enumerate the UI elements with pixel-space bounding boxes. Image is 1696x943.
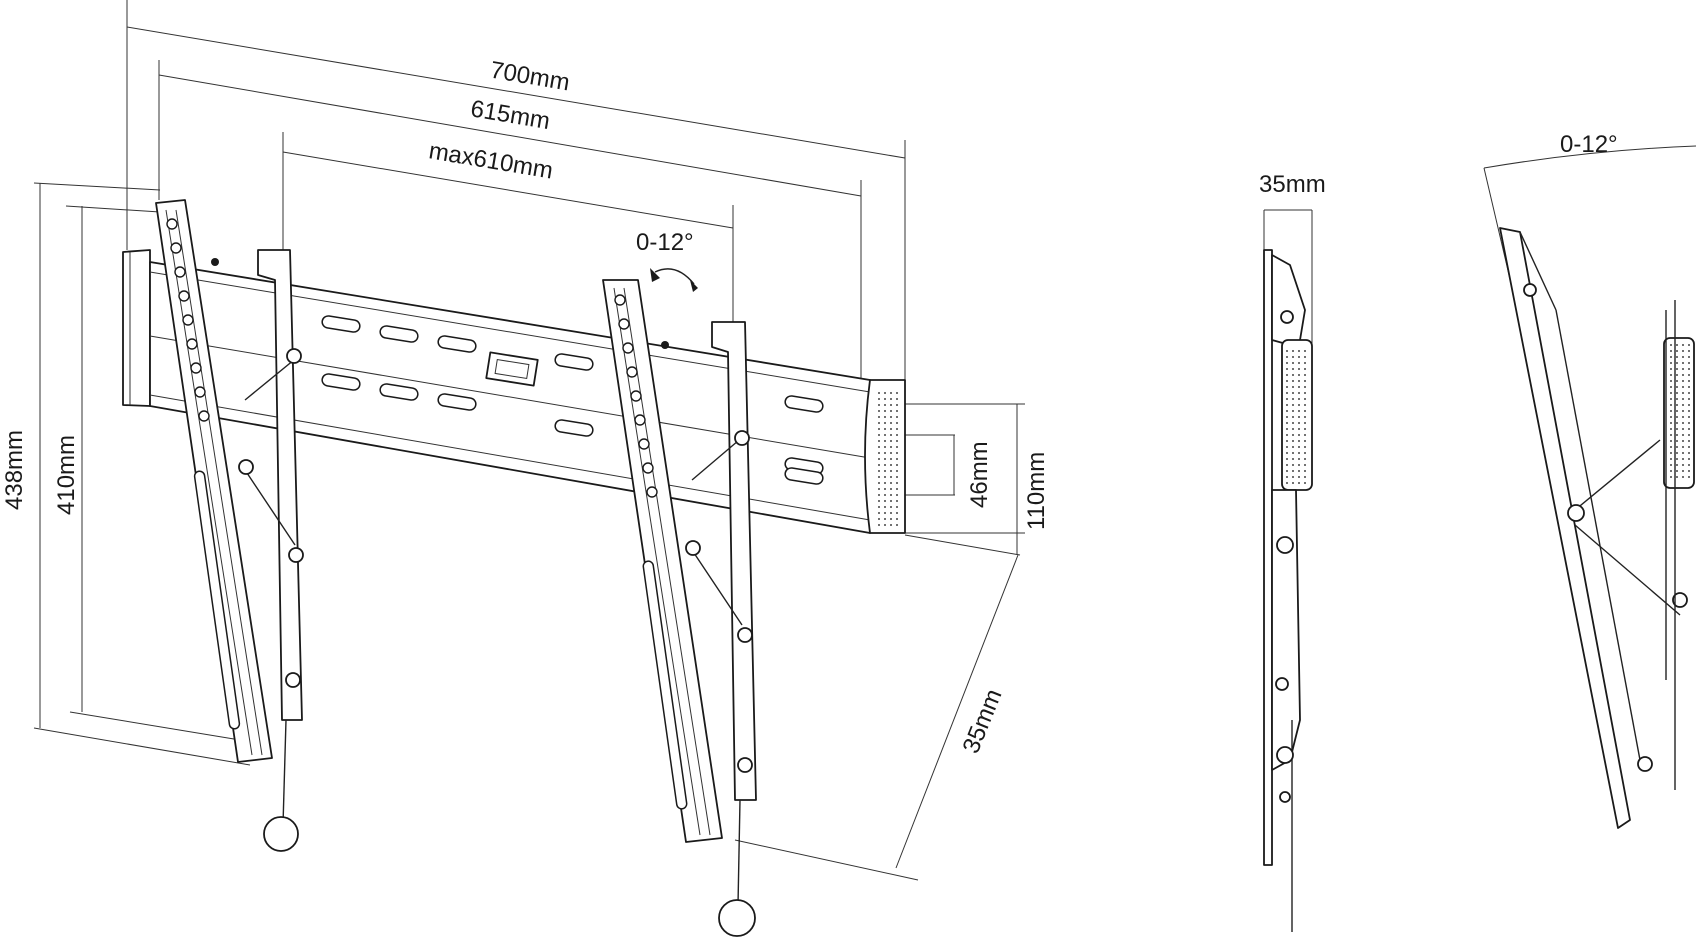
- label-max610mm: max610mm: [427, 137, 555, 184]
- label-410mm: 410mm: [53, 435, 80, 515]
- label-tilt-side: 0-12°: [1560, 131, 1618, 158]
- side-view-tilted: [1499, 227, 1695, 829]
- label-110mm: 110mm: [1023, 452, 1050, 530]
- label-438mm: 438mm: [1, 430, 28, 510]
- label-tilt-front: 0-12°: [636, 229, 694, 256]
- right-tv-bracket: [602, 268, 757, 937]
- side-view-straight: [1263, 249, 1313, 932]
- right-bracket-holes: [614, 294, 658, 498]
- label-700mm: 700mm: [488, 57, 571, 97]
- dimension-lines: [33, 0, 1696, 881]
- label-35mm-depth: 35mm: [958, 685, 1008, 757]
- label-46mm: 46mm: [966, 441, 993, 508]
- wall-rail: [122, 249, 906, 534]
- left-tv-bracket: [155, 199, 304, 852]
- label-35mm-side: 35mm: [1259, 171, 1326, 198]
- label-615mm: 615mm: [469, 95, 552, 135]
- rail-slots: [321, 315, 824, 485]
- left-bracket-holes: [166, 218, 210, 422]
